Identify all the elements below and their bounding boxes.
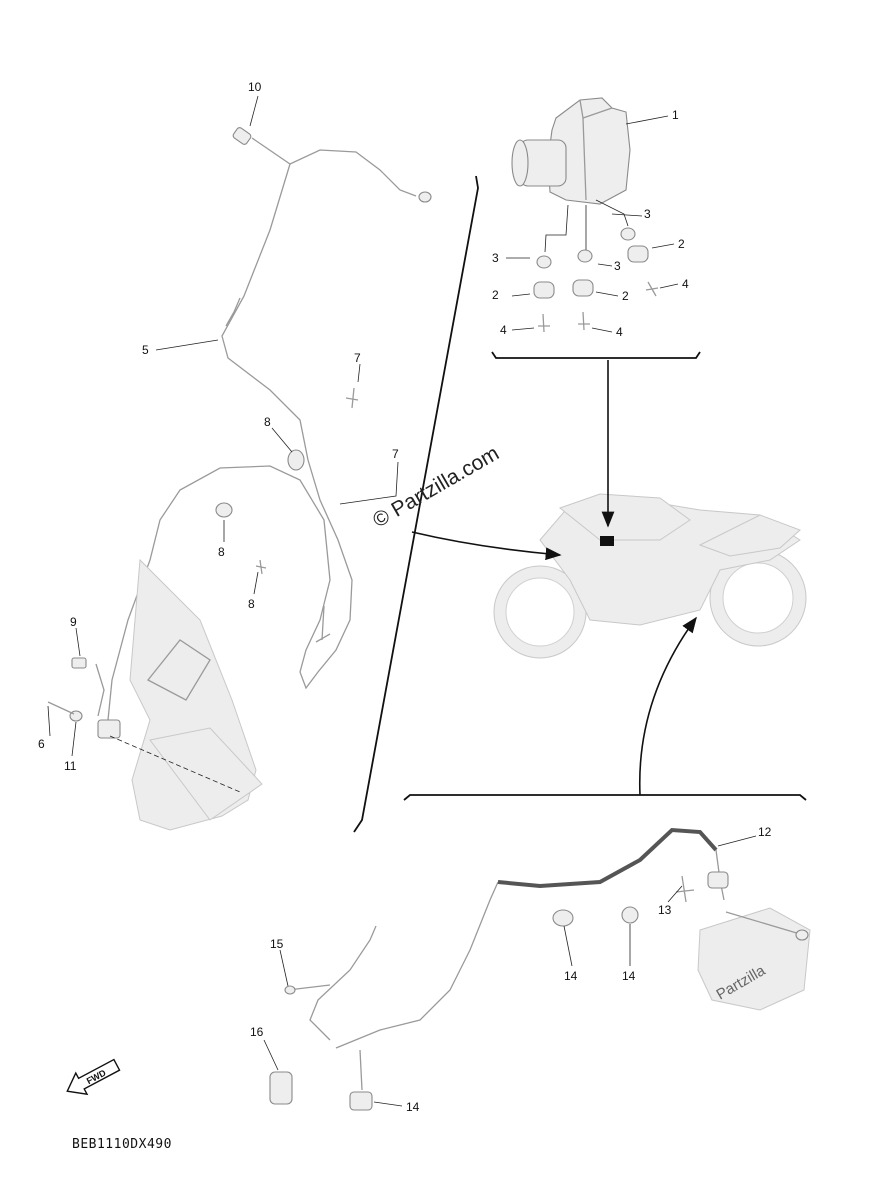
rear-wheel-detail: [697, 907, 811, 1011]
callout-8: 8: [248, 597, 255, 611]
callout-6: 6: [38, 737, 45, 751]
rear-sensor-bracket: [403, 794, 807, 801]
callout-16: 16: [250, 1025, 264, 1039]
locator-arrows: [411, 360, 697, 796]
callout-3: 3: [492, 251, 499, 265]
callout-12: 12: [758, 825, 772, 839]
watermark: © Partzilla.com: [369, 442, 503, 533]
callout-14: 14: [622, 969, 636, 983]
rear-sensor-lead: [269, 827, 729, 1111]
callout-2: 2: [678, 237, 685, 251]
callout-9: 9: [70, 615, 77, 629]
callout-5: 5: [142, 343, 149, 357]
callout-4: 4: [500, 323, 507, 337]
callout-3: 3: [614, 259, 621, 273]
leader-lines: [47, 95, 757, 1107]
callout-14: 14: [564, 969, 578, 983]
front-fork-assembly: [47, 558, 263, 831]
callout-2: 2: [622, 289, 629, 303]
callout-8: 8: [218, 545, 225, 559]
callout-14: 14: [406, 1100, 420, 1114]
callout-7: 7: [392, 447, 399, 461]
callout-4: 4: [682, 277, 689, 291]
callout-13: 13: [658, 903, 672, 917]
diagonal-divider: [353, 175, 479, 833]
callout-2: 2: [492, 288, 499, 302]
callout-3: 3: [644, 207, 651, 221]
abs-fasteners: [533, 199, 659, 333]
callout-8: 8: [264, 415, 271, 429]
diagram-code: BEB1110DX490: [72, 1137, 172, 1152]
abs-unit-bracket: [491, 351, 701, 359]
abs-hydraulic-unit: [511, 97, 631, 205]
callout-7: 7: [354, 351, 361, 365]
callout-4: 4: [616, 325, 623, 339]
front-sensor-lead: [107, 127, 432, 721]
motorcycle-illustration: [493, 493, 807, 659]
callout-labels: 1 2 2 2 3 3 3 4 4 4 5 6 7 7 8 8 8 9 10 1…: [38, 80, 772, 1114]
fwd-arrow: FWD: [66, 1058, 121, 1096]
callout-10: 10: [248, 80, 262, 94]
callout-15: 15: [270, 937, 284, 951]
callout-1: 1: [672, 108, 679, 122]
callout-11: 11: [64, 759, 77, 773]
